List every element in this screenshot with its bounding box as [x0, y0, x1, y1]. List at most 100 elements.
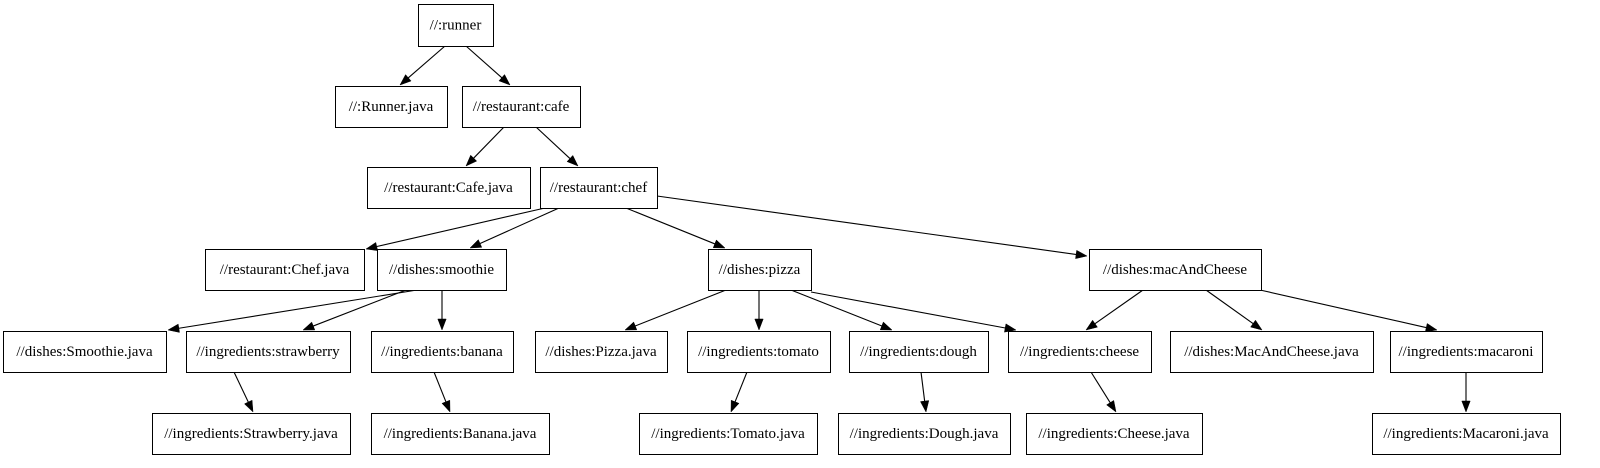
graph-edge: [465, 45, 511, 86]
node-box[interactable]: [335, 86, 448, 128]
graph-edge: [730, 371, 748, 413]
node-box[interactable]: [838, 413, 1011, 455]
edge-line: [633, 289, 727, 328]
graph-node-ing_cheese[interactable]: //ingredients:cheese: [1008, 331, 1152, 373]
node-box[interactable]: [1390, 331, 1543, 373]
graph-node-chef_java[interactable]: //restaurant:Chef.java: [205, 249, 365, 291]
graph-node-macncheese_java[interactable]: //dishes:MacAndCheese.java: [1170, 331, 1374, 373]
graph-node-dishes_macncheese[interactable]: //dishes:macAndCheese: [1089, 249, 1262, 291]
node-box[interactable]: [418, 4, 494, 47]
node-box[interactable]: [3, 331, 167, 373]
graph-edge: [469, 207, 560, 249]
graph-node-cafe_java[interactable]: //restaurant:Cafe.java: [367, 167, 531, 209]
graph-node-tomato_java[interactable]: //ingredients:Tomato.java: [639, 413, 818, 455]
node-box[interactable]: [1026, 413, 1203, 455]
graph-node-strawberry_java[interactable]: //ingredients:Strawberry.java: [152, 413, 351, 455]
edge-line: [734, 371, 748, 404]
node-box[interactable]: [1089, 249, 1262, 291]
graph-node-cheese_java[interactable]: //ingredients:Cheese.java: [1026, 413, 1203, 455]
graph-edge: [810, 291, 1017, 333]
graph-edge: [1085, 289, 1144, 331]
graph-node-ing_banana[interactable]: //ingredients:banana: [371, 331, 514, 373]
edge-arrowhead: [437, 318, 447, 331]
edge-line: [1205, 289, 1255, 325]
edge-arrowhead: [167, 323, 180, 333]
node-box[interactable]: [205, 249, 365, 291]
edge-arrowhead: [365, 242, 378, 251]
node-label: //restaurant:Cafe.java: [384, 180, 513, 196]
graph-node-banana_java[interactable]: //ingredients:Banana.java: [371, 413, 550, 455]
graph-edge: [1259, 289, 1438, 332]
graph-node-dishes_pizza[interactable]: //dishes:pizza: [708, 249, 812, 291]
node-label: //ingredients:Banana.java: [384, 426, 537, 442]
graph-edge: [790, 289, 893, 331]
node-label: //ingredients:dough: [860, 344, 977, 360]
node-label: //ingredients:Cheese.java: [1038, 426, 1190, 442]
graph-edge: [233, 371, 254, 413]
node-box[interactable]: [708, 249, 812, 291]
node-box[interactable]: [540, 167, 658, 209]
graph-node-ing_tomato[interactable]: //ingredients:tomato: [687, 331, 831, 373]
node-box[interactable]: [1008, 331, 1152, 373]
graph-edge: [433, 371, 451, 413]
node-box[interactable]: [687, 331, 831, 373]
edge-line: [433, 371, 447, 404]
edge-line: [625, 207, 717, 245]
node-box[interactable]: [849, 331, 989, 373]
node-label: //ingredients:Strawberry.java: [164, 426, 338, 442]
node-label: //ingredients:Macaroni.java: [1383, 426, 1549, 442]
node-label: //ingredients:Tomato.java: [651, 426, 805, 442]
edge-line: [406, 45, 446, 80]
node-box[interactable]: [377, 249, 507, 291]
node-layer: //:runner //:Runner.java //restaurant:cafe…: [3, 4, 1561, 455]
graph-edge: [302, 289, 407, 331]
node-box[interactable]: [186, 331, 351, 373]
graph-node-smoothie_java[interactable]: //dishes:Smoothie.java: [3, 331, 167, 373]
graph-node-ing_dough[interactable]: //ingredients:dough: [849, 331, 989, 373]
graph-node-dough_java[interactable]: //ingredients:Dough.java: [838, 413, 1011, 455]
graph-node-restaurant_cafe[interactable]: //restaurant:cafe: [462, 86, 581, 128]
graph-node-restaurant_chef[interactable]: //restaurant:chef: [540, 167, 658, 209]
graph-node-runner[interactable]: //:runner: [418, 4, 494, 47]
edge-arrowhead: [624, 321, 638, 331]
graph-edge: [920, 371, 930, 413]
edge-arrowhead: [920, 400, 930, 413]
node-box[interactable]: [1372, 413, 1561, 455]
node-label: //dishes:macAndCheese: [1103, 262, 1247, 278]
edge-layer: [167, 45, 1471, 413]
node-box[interactable]: [367, 167, 531, 209]
edge-line: [311, 289, 407, 328]
graph-node-macaroni_java[interactable]: //ingredients:Macaroni.java: [1372, 413, 1561, 455]
node-box[interactable]: [462, 86, 581, 128]
node-box[interactable]: [639, 413, 818, 455]
edge-arrowhead: [1461, 400, 1471, 413]
graph-edge: [437, 290, 447, 331]
edge-line: [1259, 289, 1428, 329]
graph-node-runner_java[interactable]: //:Runner.java: [335, 86, 448, 128]
edge-arrowhead: [730, 399, 740, 413]
node-label: //ingredients:cheese: [1020, 344, 1139, 360]
graph-edge: [535, 126, 579, 167]
edge-line: [810, 291, 1007, 329]
edge-line: [1090, 371, 1112, 405]
node-label: //ingredients:macaroni: [1399, 344, 1534, 360]
node-label: //ingredients:banana: [381, 344, 503, 360]
edge-line: [177, 289, 418, 330]
graph-node-pizza_java[interactable]: //dishes:Pizza.java: [535, 331, 668, 373]
node-box[interactable]: [371, 331, 514, 373]
edge-line: [920, 371, 926, 403]
graph-edge: [625, 207, 726, 249]
graph-node-dishes_smoothie[interactable]: //dishes:smoothie: [377, 249, 507, 291]
edge-arrowhead: [1085, 319, 1098, 331]
graph-edge: [1205, 289, 1263, 331]
graph-node-ing_macaroni[interactable]: //ingredients:macaroni: [1390, 331, 1543, 373]
graph-node-ing_strawberry[interactable]: //ingredients:strawberry: [186, 331, 351, 373]
graph-edge: [656, 195, 1088, 259]
node-box[interactable]: [535, 331, 668, 373]
node-box[interactable]: [1170, 331, 1374, 373]
node-label: //dishes:Smoothie.java: [16, 344, 153, 360]
node-box[interactable]: [371, 413, 550, 455]
node-box[interactable]: [152, 413, 351, 455]
edge-arrowhead: [1425, 323, 1438, 332]
edge-arrowhead: [244, 399, 254, 413]
